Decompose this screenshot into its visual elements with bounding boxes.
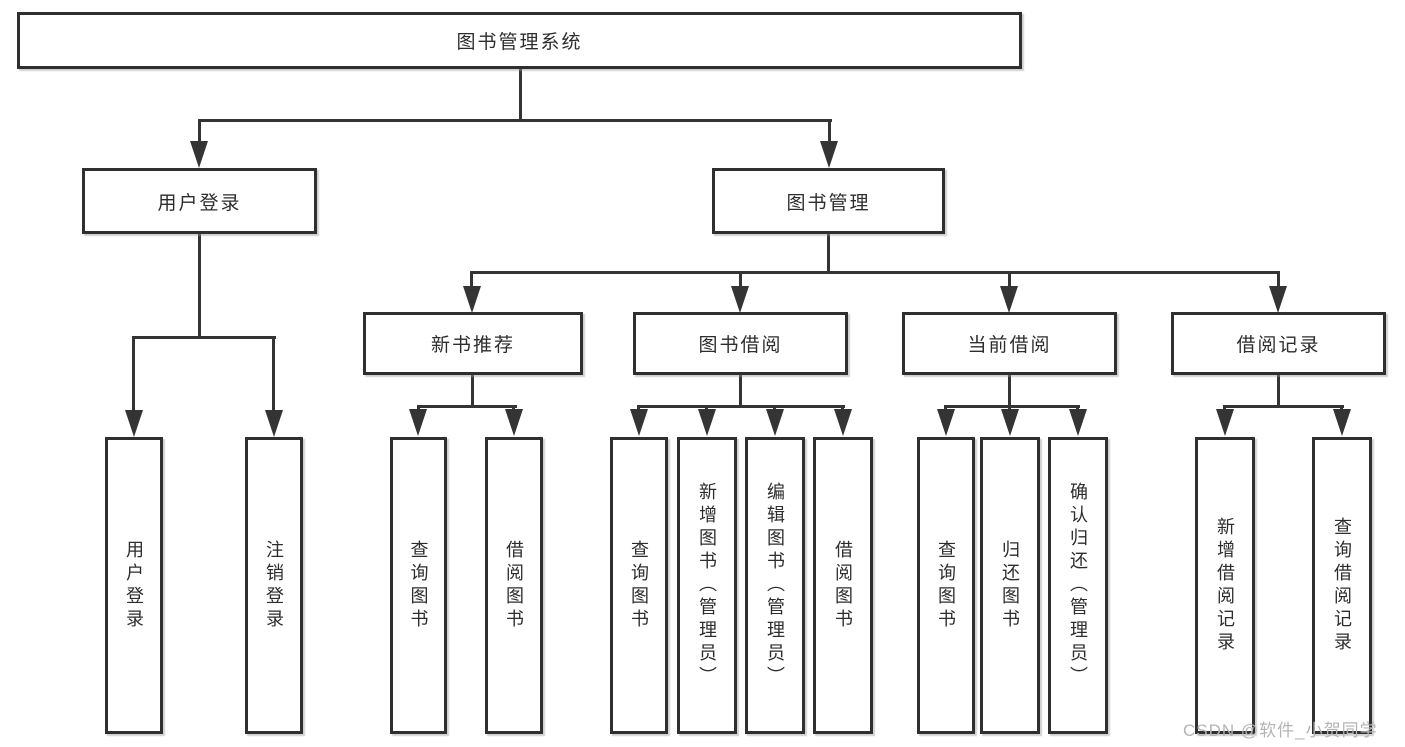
arrow-down-icon <box>1001 409 1019 436</box>
connector-line <box>1277 271 1280 289</box>
connector-line <box>471 374 474 406</box>
node-label: 查询图书 <box>408 539 429 632</box>
connector-line <box>198 119 832 122</box>
node-label: 图书管理 <box>786 192 871 214</box>
leaf-add-borrow-record: 新增借阅记录 <box>1195 437 1255 734</box>
connector-line <box>272 336 275 412</box>
leaf-user-login: 用户登录 <box>105 437 163 734</box>
leaf-borrow-books: 借阅图书 <box>813 437 873 734</box>
connector-line <box>739 271 742 289</box>
node-label: 新增借阅记录 <box>1215 516 1235 655</box>
node-label: 新书推荐 <box>430 335 515 356</box>
node-book-management: 图书管理 <box>712 168 945 234</box>
arrow-down-icon <box>1333 409 1351 436</box>
leaf-query-borrow-record: 查询借阅记录 <box>1312 437 1372 734</box>
node-library-system: 图书管理系统 <box>17 12 1022 69</box>
arrow-down-icon <box>731 286 749 313</box>
arrow-down-icon <box>505 409 523 436</box>
csdn-watermark: CSDN @软件_小贺同学 <box>1183 721 1378 740</box>
node-current-borrowing: 当前借阅 <box>902 312 1117 375</box>
node-user-login: 用户登录 <box>82 168 317 234</box>
node-label: 归还图书 <box>1000 539 1020 632</box>
arrow-down-icon <box>1069 409 1087 436</box>
leaf-query-books-borrowing: 查询图书 <box>610 437 668 734</box>
node-label: 查询借阅记录 <box>1332 516 1352 655</box>
node-label: 查询图书 <box>936 539 956 632</box>
connector-line <box>470 271 1280 274</box>
connector-line <box>519 68 522 121</box>
node-label: 确认归还（管理员） <box>1068 482 1088 689</box>
node-borrowing-records: 借阅记录 <box>1171 312 1386 375</box>
arrow-down-icon <box>820 141 838 168</box>
connector-line <box>198 233 201 337</box>
node-label: 新增图书（管理员） <box>697 482 717 689</box>
arrow-down-icon <box>125 410 143 437</box>
node-label: 注销登录 <box>264 539 284 632</box>
arrow-down-icon <box>265 410 283 437</box>
arrow-down-icon <box>937 409 955 436</box>
node-label: 用户登录 <box>157 192 242 214</box>
leaf-query-books-recommend: 查询图书 <box>390 437 447 734</box>
arrow-down-icon <box>834 409 852 436</box>
leaf-confirm-return-admin: 确认归还（管理员） <box>1048 437 1108 734</box>
connector-line <box>1277 374 1280 406</box>
arrow-down-icon <box>190 141 208 168</box>
node-label: 图书管理系统 <box>456 32 583 53</box>
leaf-borrow-books-recommend: 借阅图书 <box>485 437 543 734</box>
node-label: 当前借阅 <box>967 335 1052 356</box>
connector-line <box>132 336 135 412</box>
arrow-down-icon <box>1216 409 1234 436</box>
arrow-down-icon <box>766 409 784 436</box>
node-label: 编辑图书（管理员） <box>765 482 785 689</box>
connector-line <box>1223 405 1344 408</box>
connector-line <box>1008 374 1011 406</box>
arrow-down-icon <box>1000 286 1018 313</box>
arrow-down-icon <box>698 409 716 436</box>
arrow-down-icon <box>630 409 648 436</box>
connector-line <box>827 233 830 274</box>
node-label: 借阅记录 <box>1236 335 1321 356</box>
connector-line <box>739 374 742 406</box>
connector-line <box>417 405 517 408</box>
leaf-add-books-admin: 新增图书（管理员） <box>677 437 737 734</box>
node-label: 借阅图书 <box>504 539 524 632</box>
leaf-query-books-current: 查询图书 <box>917 437 975 734</box>
connector-line <box>1008 271 1011 289</box>
node-label: 借阅图书 <box>833 539 853 632</box>
connector-line <box>198 119 201 147</box>
arrow-down-icon <box>409 409 427 436</box>
connector-line <box>637 405 845 408</box>
node-new-book-recommend: 新书推荐 <box>363 312 583 375</box>
connector-line <box>470 271 473 289</box>
leaf-edit-books-admin: 编辑图书（管理员） <box>745 437 805 734</box>
node-label: 查询图书 <box>629 539 649 632</box>
node-label: 用户登录 <box>124 539 144 632</box>
node-book-borrowing: 图书借阅 <box>633 312 848 375</box>
leaf-logout: 注销登录 <box>245 437 303 734</box>
node-label: 图书借阅 <box>698 335 783 356</box>
arrow-down-icon <box>463 286 481 313</box>
arrow-down-icon <box>1269 286 1287 313</box>
connector-line <box>828 119 831 147</box>
leaf-return-books: 归还图书 <box>980 437 1040 734</box>
connector-line <box>944 405 1080 408</box>
connector-line <box>133 336 276 339</box>
